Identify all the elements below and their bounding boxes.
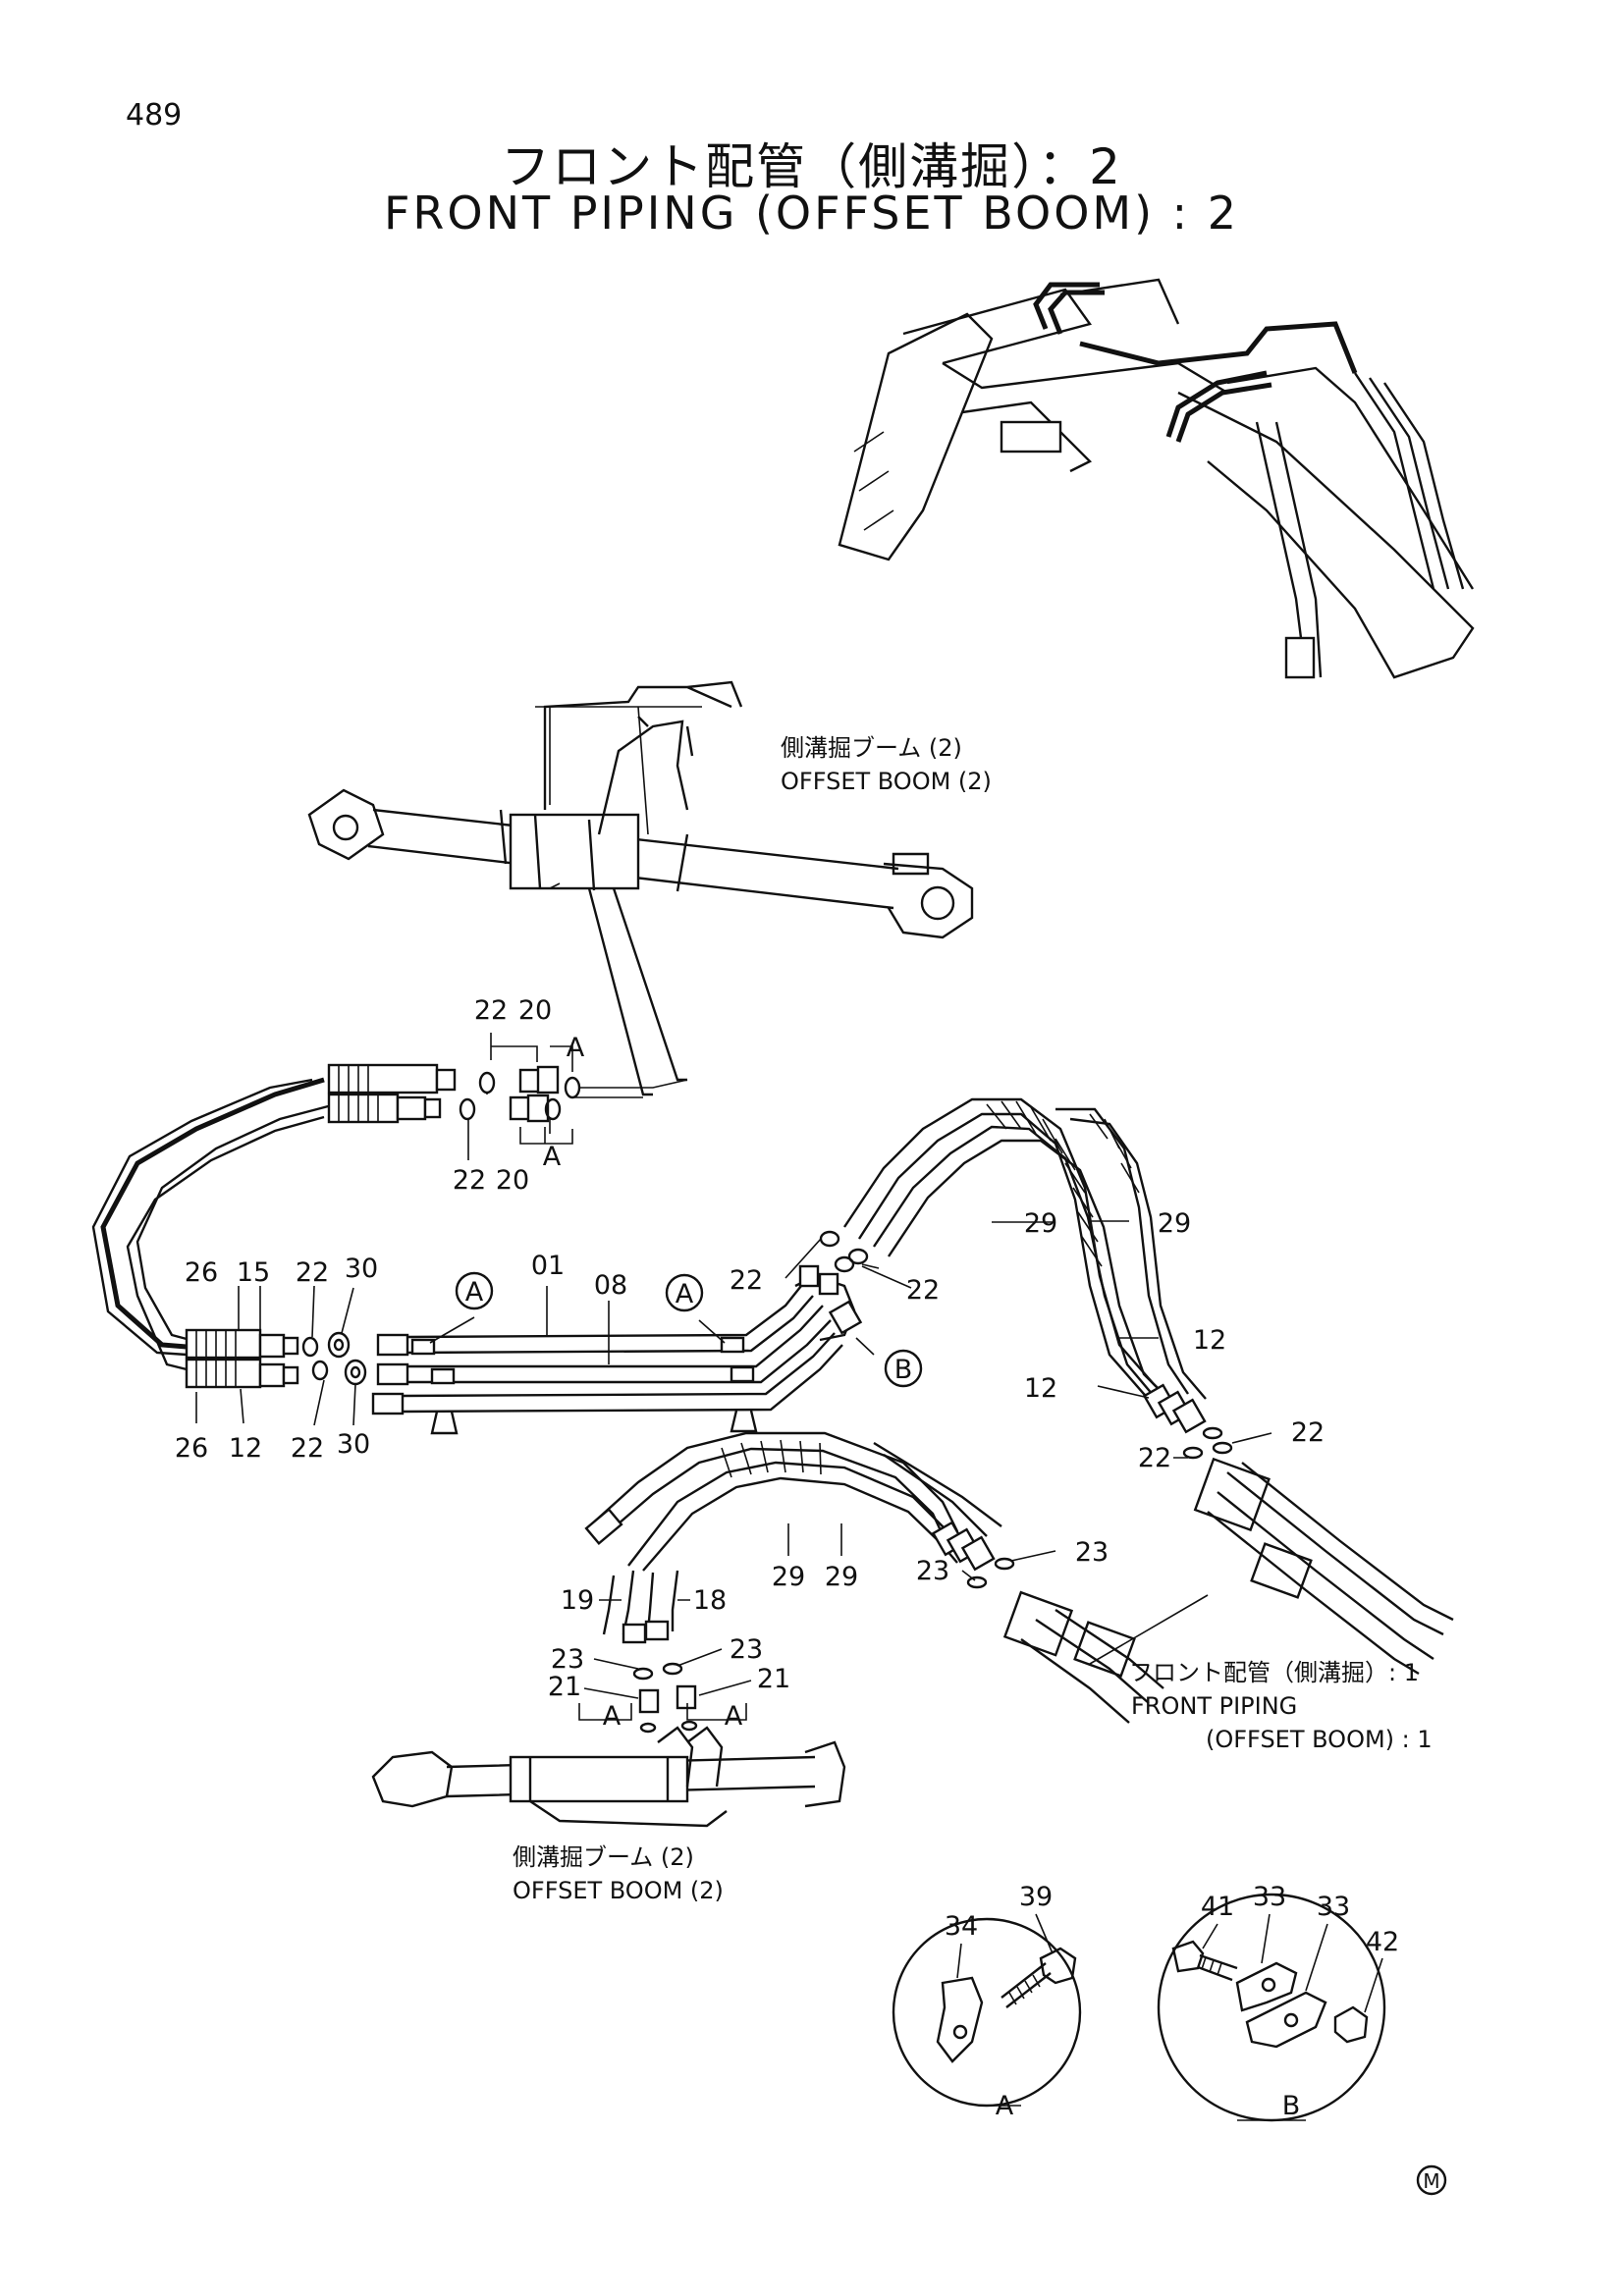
front-piping-ref-en-1: FRONT PIPING bbox=[1131, 1692, 1297, 1720]
offset-boom-caption-bottom-en: OFFSET BOOM (2) bbox=[513, 1877, 724, 1904]
part-label: 29 bbox=[825, 1562, 858, 1592]
part-label: 18 bbox=[693, 1585, 727, 1616]
part-label: 39 bbox=[1019, 1882, 1053, 1912]
svg-text:A: A bbox=[676, 1279, 694, 1309]
part-label: 23 bbox=[1075, 1537, 1109, 1568]
part-label: 30 bbox=[337, 1429, 370, 1460]
m-mark: M bbox=[1416, 2164, 1447, 2196]
view-a-callout-left: A bbox=[455, 1271, 494, 1310]
detail-a-circle bbox=[892, 1917, 1082, 2108]
part-label: 29 bbox=[1158, 1208, 1191, 1239]
front-piping-ref-jp: フロント配管（側溝掘）: 1 bbox=[1129, 1659, 1419, 1686]
part-label: 12 bbox=[229, 1433, 262, 1464]
title-english: FRONT PIPING (OFFSET BOOM) : 2 bbox=[383, 187, 1240, 240]
part-label: 42 bbox=[1366, 1927, 1399, 1957]
detail-b-label: B bbox=[1282, 2091, 1301, 2121]
part-label: 23 bbox=[730, 1634, 763, 1665]
part-label: 01 bbox=[531, 1251, 565, 1281]
upper-offset-cylinder bbox=[307, 680, 974, 1096]
offset-boom-caption-top-jp: 側溝掘ブーム (2) bbox=[781, 734, 962, 762]
leader-lines bbox=[195, 1220, 1383, 2121]
part-label: 30 bbox=[345, 1254, 378, 1284]
offset-boom-caption-bottom-jp: 側溝掘ブーム (2) bbox=[513, 1843, 694, 1871]
part-label: 12 bbox=[1193, 1325, 1226, 1356]
offset-boom-caption-top-en: OFFSET BOOM (2) bbox=[781, 768, 992, 795]
port-a-left: A bbox=[603, 1701, 622, 1732]
part-label: 20 bbox=[496, 1165, 529, 1196]
title-japanese: フロント配管（側溝掘）：2 bbox=[501, 138, 1122, 195]
part-label: 22 bbox=[1138, 1443, 1171, 1473]
port-a-right: A bbox=[725, 1701, 743, 1732]
part-label: 20 bbox=[518, 995, 552, 1026]
part-label: 22 bbox=[296, 1257, 329, 1288]
part-label: 22 bbox=[730, 1265, 763, 1296]
part-label: 33 bbox=[1253, 1882, 1286, 1912]
right-hose-arch bbox=[843, 1097, 1454, 1676]
page-number: 489 bbox=[126, 98, 183, 133]
upper-fitting-group bbox=[327, 1033, 688, 1160]
part-label: 23 bbox=[916, 1556, 949, 1586]
part-label: 29 bbox=[772, 1562, 805, 1592]
port-a-upper: A bbox=[567, 1033, 585, 1063]
part-label: 26 bbox=[185, 1257, 218, 1288]
part-label: 22 bbox=[1291, 1417, 1325, 1448]
lower-hose-arch bbox=[578, 1431, 1164, 1734]
part-label: 08 bbox=[594, 1270, 627, 1301]
part-label: 29 bbox=[1024, 1208, 1057, 1239]
view-a-callout-right: A bbox=[665, 1273, 704, 1312]
mid-left-fitting-group bbox=[185, 1328, 367, 1389]
part-label: 23 bbox=[551, 1644, 584, 1675]
part-label: 34 bbox=[945, 1911, 978, 1942]
lower-offset-cylinder bbox=[371, 1726, 846, 1828]
part-label: 41 bbox=[1201, 1892, 1234, 1922]
part-label: 21 bbox=[548, 1672, 581, 1702]
part-label: 22 bbox=[291, 1433, 324, 1464]
left-hose-loop bbox=[91, 1077, 333, 1371]
part-label: 22 bbox=[474, 995, 508, 1026]
part-label: 22 bbox=[453, 1165, 486, 1196]
front-piping-ref-en-2: (OFFSET BOOM) : 1 bbox=[1206, 1726, 1433, 1753]
part-label: 12 bbox=[1024, 1373, 1057, 1404]
part-number-labels: 22 20 22 20 26 15 22 30 01 08 22 22 26 1… bbox=[175, 995, 1399, 1957]
view-b-callout: B bbox=[884, 1349, 923, 1388]
main-pipe-assembly bbox=[371, 1230, 880, 1435]
part-label: 15 bbox=[237, 1257, 270, 1288]
part-label: 33 bbox=[1317, 1892, 1350, 1922]
part-label: 21 bbox=[757, 1664, 790, 1694]
svg-text:B: B bbox=[894, 1355, 913, 1385]
front-overview-illustration bbox=[838, 278, 1475, 679]
detail-a-label: A bbox=[996, 2091, 1014, 2121]
port-a-lower: A bbox=[543, 1142, 562, 1172]
svg-text:M: M bbox=[1423, 2169, 1439, 2193]
svg-text:A: A bbox=[465, 1277, 484, 1308]
part-label: 19 bbox=[561, 1585, 594, 1616]
detail-b-circle bbox=[1157, 1893, 1386, 2122]
part-label: 26 bbox=[175, 1433, 208, 1464]
part-label: 22 bbox=[906, 1275, 940, 1306]
